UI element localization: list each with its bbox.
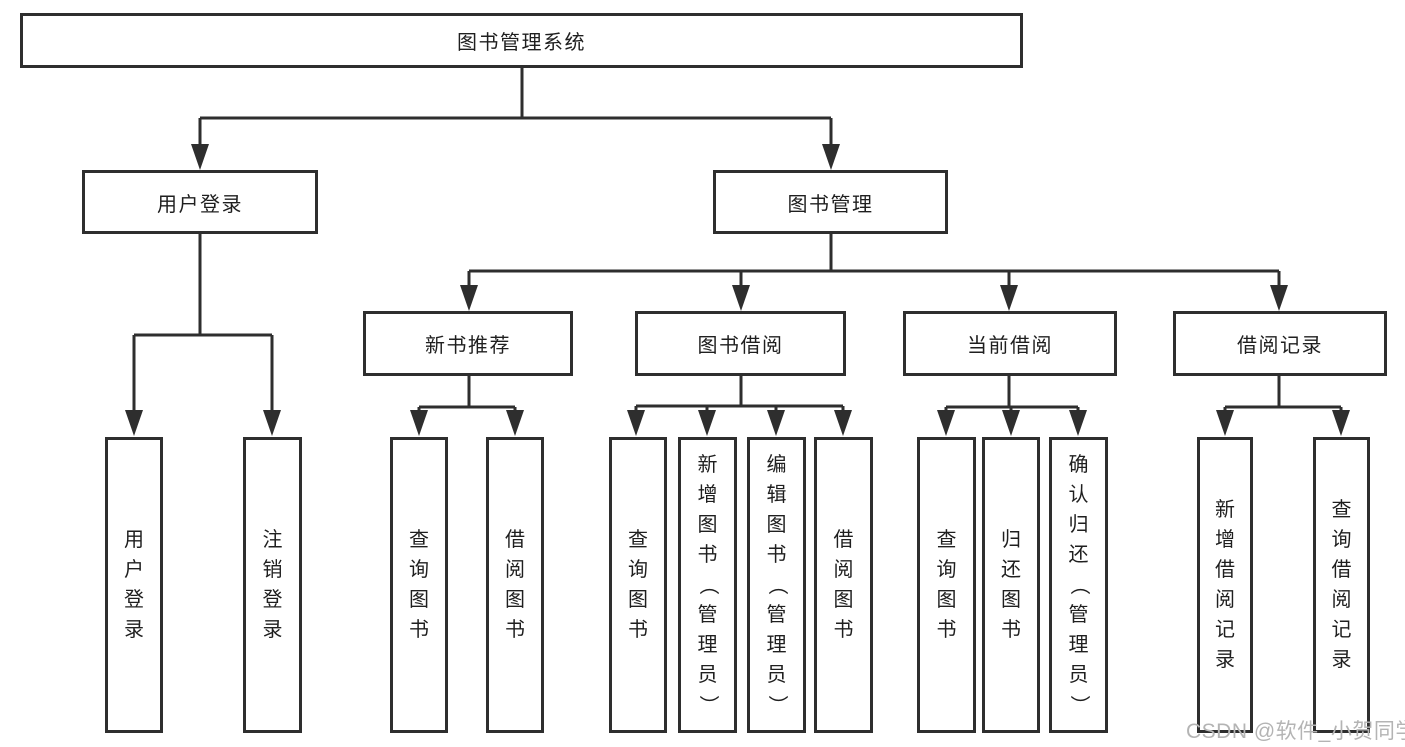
arrowhead (263, 410, 281, 436)
connector-records-to-leaves (1223, 376, 1343, 412)
arrowhead (822, 144, 840, 170)
node-label: 当前借阅 (967, 335, 1053, 357)
node-current-borrow: 当前借阅 (903, 311, 1117, 376)
connector-mgmt-to-level3 (467, 234, 1281, 288)
leaf-return-books: 归还图书 (982, 437, 1040, 733)
arrowhead (834, 410, 852, 436)
leaf-add-borrow-record: 新增借阅记录 (1197, 437, 1253, 733)
connector-root-to-level2 (198, 67, 833, 146)
connector-borrow-to-leaves (634, 376, 845, 412)
arrowhead (698, 410, 716, 436)
arrowhead (410, 410, 428, 436)
leaf-label: 归还图书 (1001, 529, 1021, 641)
leaf-label: 查询图书 (628, 529, 648, 641)
leaf-query-books-recommend: 查询图书 (390, 437, 448, 733)
leaf-query-books-borrow: 查询图书 (609, 437, 667, 733)
leaf-logout: 注销登录 (243, 437, 302, 733)
leaf-confirm-return-admin: 确认归还（管理员） (1049, 437, 1108, 733)
leaf-label: 编辑图书（管理员） (765, 454, 788, 715)
arrowhead (191, 144, 209, 170)
leaf-user-login: 用户登录 (105, 437, 163, 733)
arrowhead (1270, 285, 1288, 311)
connector-recommend-to-leaves (417, 376, 517, 412)
leaf-query-books-current: 查询图书 (917, 437, 976, 733)
csdn-watermark: CSDN @软件_小贺同学 (1186, 720, 1405, 743)
arrowhead (1000, 285, 1018, 311)
node-book-management: 图书管理 (713, 170, 948, 234)
leaf-borrow-books-recommend: 借阅图书 (486, 437, 544, 733)
arrowhead (1069, 410, 1087, 436)
leaf-label: 新增借阅记录 (1215, 499, 1235, 671)
node-label: 借阅记录 (1237, 335, 1323, 357)
leaf-label: 注销登录 (262, 529, 283, 641)
leaf-label: 用户登录 (124, 529, 144, 641)
arrowhead (125, 410, 143, 436)
leaf-add-books-admin: 新增图书（管理员） (678, 437, 737, 733)
node-user-login: 用户登录 (82, 170, 318, 234)
arrowhead (506, 410, 524, 436)
leaf-label: 查询借阅记录 (1331, 499, 1352, 671)
arrowhead (732, 285, 750, 311)
arrowhead (767, 410, 785, 436)
connector-current-to-leaves (944, 376, 1080, 412)
arrowhead (460, 285, 478, 311)
node-label: 图书借阅 (697, 335, 784, 357)
arrowhead (1002, 410, 1020, 436)
connector-login-to-leaves (132, 234, 274, 412)
arrowhead (1216, 410, 1234, 436)
leaf-label: 借阅图书 (833, 529, 854, 641)
leaf-edit-books-admin: 编辑图书（管理员） (747, 437, 806, 733)
node-label: 用户登录 (157, 193, 243, 216)
arrowhead (627, 410, 645, 436)
arrowhead (937, 410, 955, 436)
node-label: 图书管理系统 (457, 32, 586, 54)
node-new-book-recommend: 新书推荐 (363, 311, 573, 376)
leaf-label: 借阅图书 (505, 529, 525, 641)
leaf-borrow-books: 借阅图书 (814, 437, 873, 733)
node-borrow-records: 借阅记录 (1173, 311, 1387, 376)
leaf-query-borrow-record: 查询借阅记录 (1313, 437, 1370, 733)
leaf-label: 查询图书 (936, 529, 957, 641)
node-book-borrow: 图书借阅 (635, 311, 846, 376)
arrowhead (1332, 410, 1350, 436)
leaf-label: 新增图书（管理员） (696, 454, 719, 715)
node-library-management-system: 图书管理系统 (20, 13, 1023, 68)
node-label: 新书推荐 (425, 335, 511, 357)
leaf-label: 查询图书 (409, 529, 429, 641)
leaf-label: 确认归还（管理员） (1067, 454, 1090, 715)
node-label: 图书管理 (787, 193, 874, 216)
